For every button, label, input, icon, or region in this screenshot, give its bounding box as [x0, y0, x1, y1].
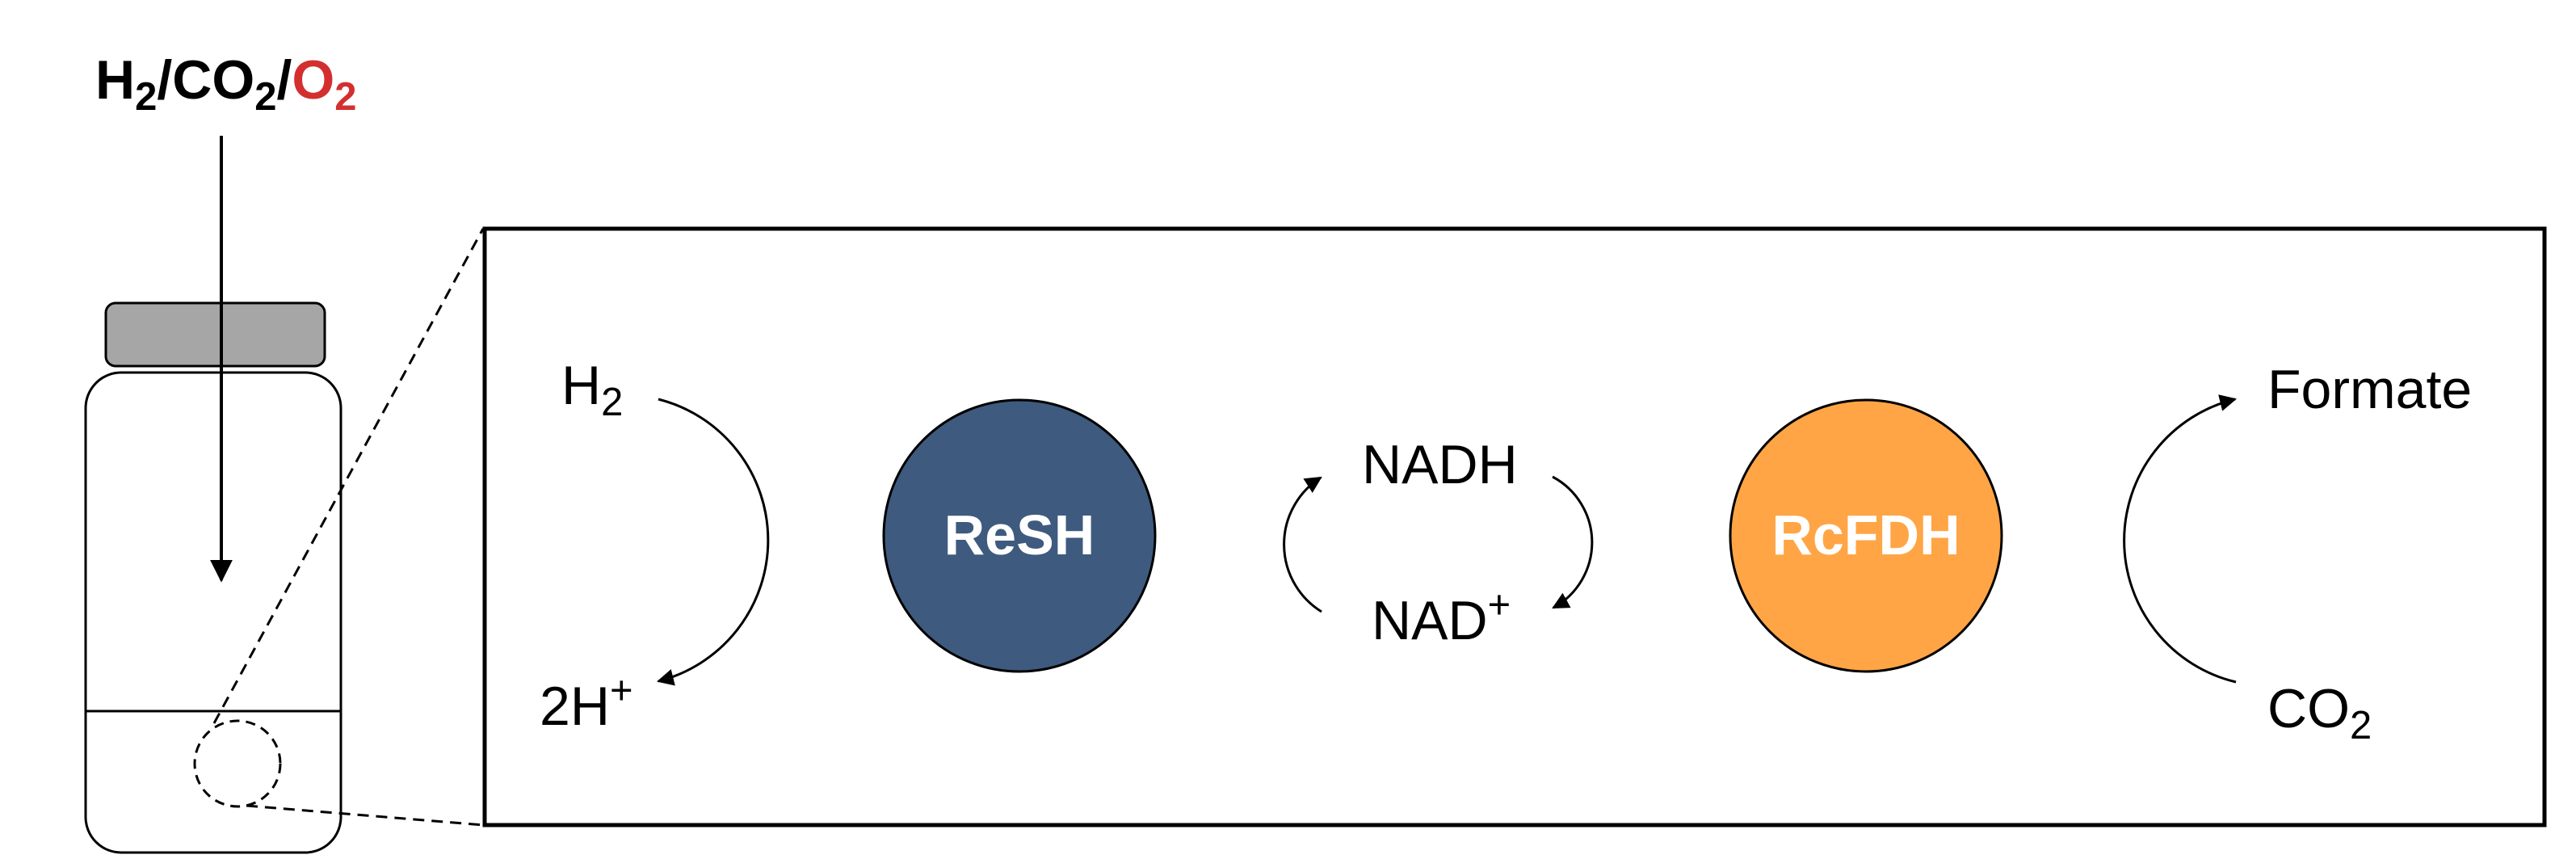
resh-label: ReSH — [944, 503, 1095, 566]
gas-o-sub: 2 — [334, 75, 356, 119]
zoom-circle — [193, 719, 282, 808]
resh-circle — [882, 398, 1157, 673]
formate-label: Formate — [2267, 359, 2472, 420]
gas-co: CO — [172, 49, 254, 111]
zoom-panel — [482, 226, 2547, 827]
bottle — [84, 301, 342, 854]
bottle-body — [84, 371, 342, 854]
rcfdh-enzyme: RcFDH — [1729, 398, 2003, 673]
zoom-connector-bottom — [246, 804, 484, 827]
bottle-cap — [104, 301, 326, 368]
nad-reduction-arrow — [1283, 476, 1322, 613]
gas-co-sub: 2 — [254, 75, 276, 119]
gas-h-sub: 2 — [135, 75, 157, 119]
gas-slash-2: / — [276, 49, 292, 111]
nadh-label: NADH — [1362, 434, 1518, 495]
zoom-connector-top — [212, 228, 485, 724]
gas-feed-label: H2/CO2/O2 — [95, 49, 357, 119]
two-h-plus-label: 2H+ — [540, 669, 633, 737]
nad-plus-label: NAD+ — [1372, 583, 1511, 651]
resh-enzyme: ReSH — [882, 398, 1157, 673]
co2-label: CO2 — [2267, 678, 2372, 747]
nadh-oxidation-arrow — [1552, 475, 1594, 609]
rcfdh-label: RcFDH — [1771, 503, 1960, 566]
rcfdh-circle — [1729, 398, 2003, 673]
h2-oxidation-arrow — [656, 398, 770, 686]
co2-reduction-arrow — [2123, 394, 2238, 684]
gas-h: H — [95, 49, 135, 111]
gas-o: O — [292, 49, 334, 111]
gas-slash-1: / — [157, 49, 172, 111]
h2-label: H2 — [561, 355, 623, 424]
